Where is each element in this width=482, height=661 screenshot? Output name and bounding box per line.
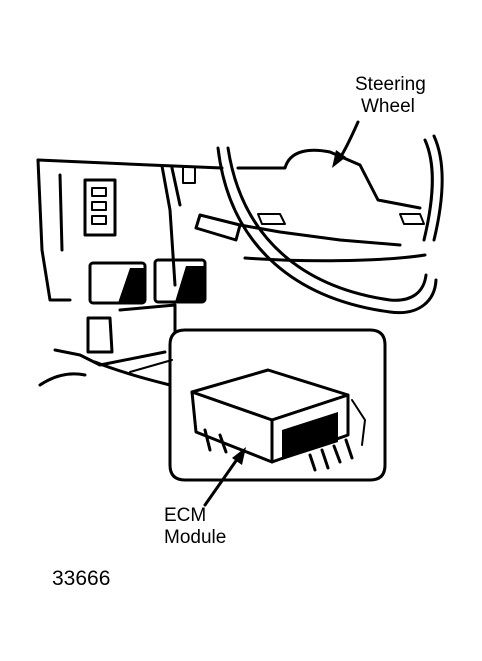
steering-wheel [194,134,444,315]
inset-leader [129,359,173,373]
steering-wheel-label: Steering Wheel [355,74,426,118]
ecm-module-label: ECM Module [164,505,226,549]
ecm-module-label-line1: ECM [164,505,207,526]
ecm-module [190,368,366,472]
steering-wheel-label-line1: Steering [355,74,426,95]
lower-panels [38,258,207,387]
ecm-module-arrow [203,447,246,507]
steering-wheel-label-line2: Wheel [361,96,415,117]
steering-wheel-arrow [332,120,360,168]
left-switch-panel [36,158,117,302]
ecm-module-label-line2: Module [164,527,227,548]
figure-number: 33666 [52,567,111,590]
dashboard [36,148,427,287]
